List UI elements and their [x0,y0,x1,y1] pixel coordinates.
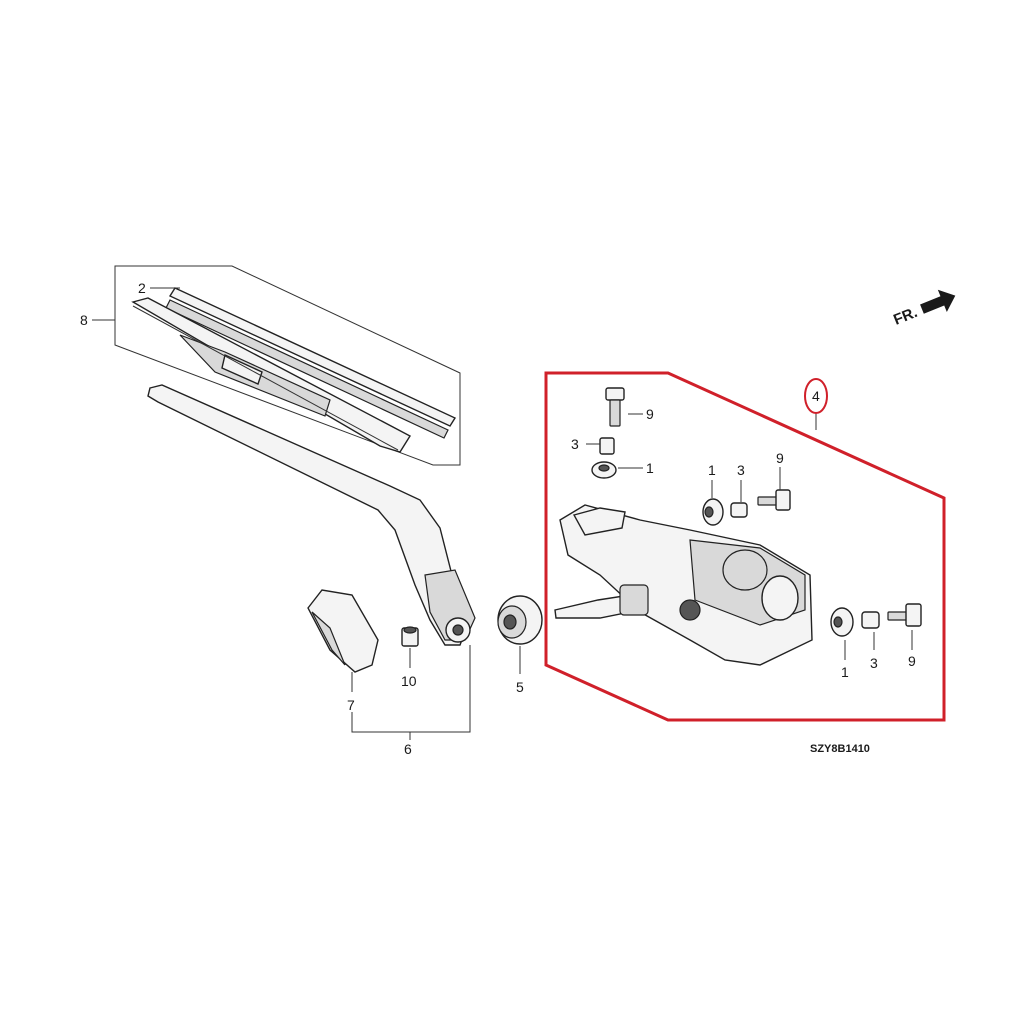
callout-3-bot: 3 [870,655,878,671]
front-arrow-icon [920,289,956,314]
arm-nut[interactable] [401,626,419,647]
callout-1-top: 1 [646,460,654,476]
callout-9-top: 9 [646,406,654,422]
wiper-arm[interactable] [147,384,476,646]
callout-1-mid: 1 [708,462,716,478]
grommet-top[interactable] [591,461,617,479]
callout-6: 6 [404,741,412,757]
callout-7: 7 [347,697,355,713]
wiper-motor-assembly[interactable] [554,504,813,666]
front-direction-label: FR. [891,304,920,329]
callout-9-bot: 9 [908,653,916,669]
drawing-code: SZY8B1410 [810,743,870,755]
wiper-blade-group[interactable] [114,265,461,466]
callout-2: 2 [138,280,146,296]
callout-3-mid: 3 [737,462,745,478]
grommet-bot[interactable] [830,607,854,637]
bolt-mid[interactable] [757,489,791,511]
callout-4: 4 [812,388,820,404]
grommet-mid[interactable] [702,498,724,526]
wiper-arm-cap[interactable] [307,589,379,673]
leader-lines [92,287,913,740]
highlight-outline [544,371,946,722]
callout-10: 10 [401,673,417,689]
bolt-top[interactable] [605,387,625,427]
callout-9-mid: 9 [776,450,784,466]
callout-5: 5 [516,679,524,695]
front-direction-indicator: FR. [891,289,956,329]
collar-bot[interactable] [861,611,880,629]
callout-8: 8 [80,312,88,328]
callout-3-top: 3 [571,436,579,452]
bolt-bot[interactable] [887,603,922,627]
collar-top[interactable] [599,437,615,455]
pivot-cap[interactable] [497,595,543,645]
highlight-callout-circle [804,378,828,414]
callout-1-bot: 1 [841,664,849,680]
collar-mid[interactable] [730,502,748,518]
